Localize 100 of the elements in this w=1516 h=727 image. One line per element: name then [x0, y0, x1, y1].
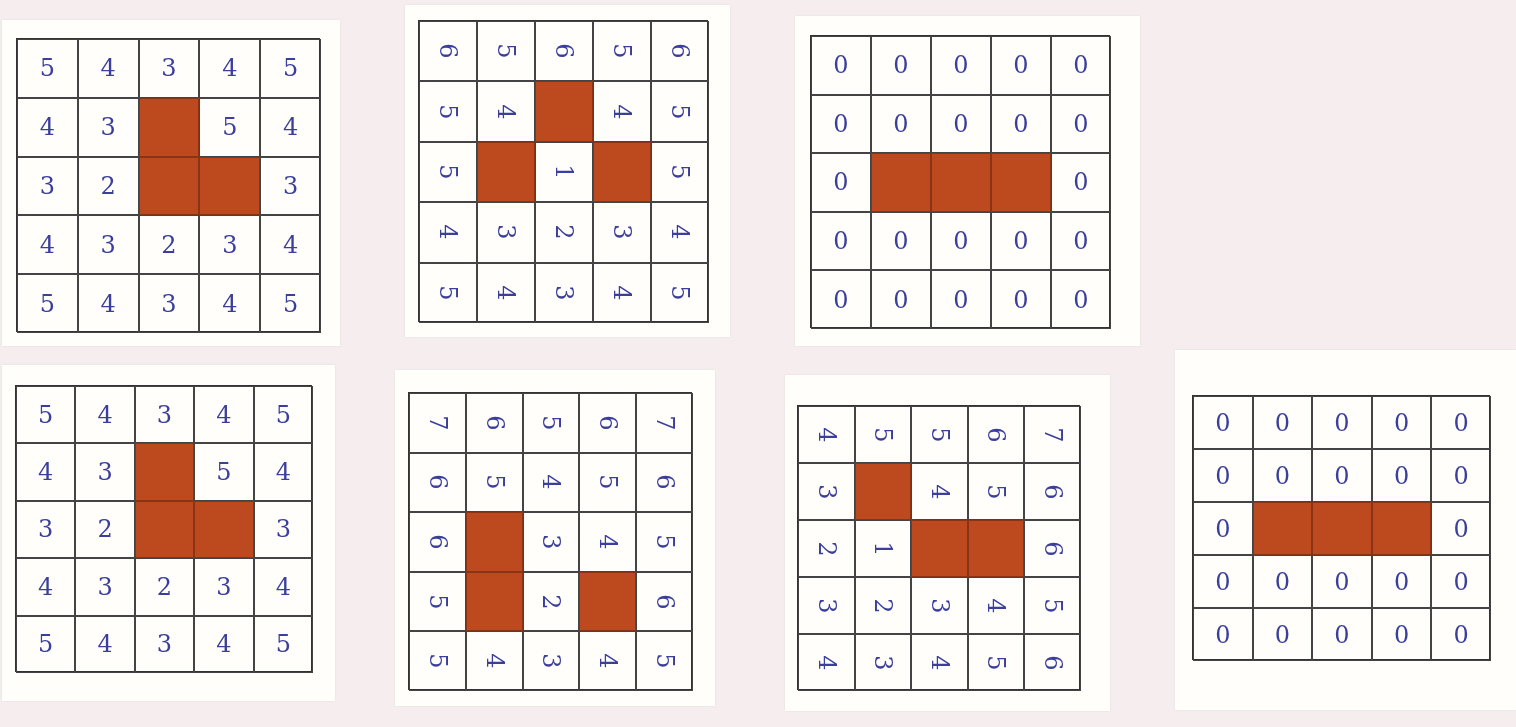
grid-cell: 0: [991, 211, 1051, 271]
grid-cell: 3: [134, 615, 195, 673]
grid-cell: 0: [1371, 449, 1432, 502]
grid-cell: 5: [967, 463, 1025, 520]
grid-cell: 2: [75, 500, 135, 559]
grid-cell: 4: [16, 558, 76, 616]
grid-cell: 0: [991, 270, 1051, 329]
grid-cell: 0: [811, 153, 871, 212]
grid-cell: 0: [1051, 270, 1111, 329]
grid-cell: 4: [194, 386, 254, 444]
grid-cell: 3: [798, 463, 855, 520]
grid-cell: 6: [967, 406, 1025, 463]
grid-cell: 5: [651, 81, 709, 142]
grid-cell: 3: [75, 443, 135, 501]
grid-cell: 0: [1193, 396, 1253, 449]
grid-cell: 0: [1252, 608, 1313, 661]
grid-cell: 5: [253, 386, 313, 444]
grid-cell: 4: [579, 512, 637, 572]
grid-cell: 3: [522, 512, 580, 572]
grid-cell: 4: [253, 443, 313, 501]
grid-cell: 6: [1024, 463, 1081, 520]
grid-cell: 6: [419, 21, 477, 82]
grid-cell: 4: [465, 631, 523, 691]
grid-cell: 3: [798, 577, 855, 634]
grid-cell: 0: [1252, 555, 1313, 608]
grid-cell: 5: [194, 443, 254, 501]
grid-cell: 5: [636, 631, 693, 691]
grid-cell: 5: [1024, 577, 1081, 634]
grid-cell: 5: [16, 615, 76, 673]
grid-cell: 6: [535, 21, 593, 82]
grid-cell: 4: [522, 452, 580, 513]
grid-cell: 5: [465, 452, 523, 513]
grid-cell: 0: [871, 36, 931, 95]
grid-cell: 0: [1312, 608, 1372, 661]
grid-cell: 0: [1431, 608, 1491, 661]
grid-cell: 5: [260, 39, 321, 98]
grid-cell: 3: [199, 215, 261, 275]
grid-cell: 3: [138, 274, 200, 333]
grid-cell: 0: [811, 211, 871, 271]
grid-cell: 0: [1431, 502, 1491, 555]
grid-cell: 0: [871, 94, 931, 154]
grid-cell: 7: [1024, 406, 1081, 463]
grid-cell: 5: [636, 512, 693, 572]
grid-cell: 3: [77, 215, 139, 275]
grid-cell: 2: [522, 571, 580, 632]
grid-cell: 3: [522, 631, 580, 691]
grid-cell: 0: [1051, 153, 1111, 212]
grid-cell: 4: [194, 615, 254, 673]
grid-cell: 6: [1024, 634, 1081, 691]
grid-cell: 4: [260, 215, 321, 275]
grid-cell: 6: [409, 452, 466, 513]
grid-cell: 4: [199, 39, 261, 98]
grid-cell: 7: [409, 393, 466, 453]
grid-cell: 0: [1193, 502, 1253, 555]
grid-cell: 2: [138, 215, 200, 275]
grid-cell: 6: [651, 21, 709, 82]
grid-cell: 0: [811, 94, 871, 154]
grid-cell: 5: [419, 81, 477, 142]
grid-cell: 5: [593, 21, 651, 82]
grid-cell: 0: [1371, 608, 1432, 661]
grid-cell: 0: [931, 211, 991, 271]
grid-cell: 3: [75, 558, 135, 616]
grid-cell: 5: [409, 571, 466, 632]
grid-cell: 5: [253, 615, 313, 673]
grid-cell: 0: [1051, 36, 1111, 95]
grid-cell: 4: [798, 406, 855, 463]
grid-cell: 5: [579, 452, 637, 513]
grid-cell: 0: [991, 36, 1051, 95]
grid-cell: 5: [419, 141, 477, 203]
grid-cell: 2: [77, 156, 139, 216]
grid-cell: 0: [1252, 396, 1313, 449]
grid-cell: 0: [871, 270, 931, 329]
grid-cell: 5: [260, 274, 321, 333]
grid-cell: 4: [77, 39, 139, 98]
grid-cell: 0: [931, 270, 991, 329]
grid-cell: 4: [253, 558, 313, 616]
grid-cell: 7: [636, 393, 693, 453]
grid-cell: 4: [419, 202, 477, 263]
grid-cell: 5: [409, 631, 466, 691]
grid-cell: 3: [138, 39, 200, 98]
grid-cell: 5: [199, 97, 261, 157]
grid-cell: 4: [260, 97, 321, 157]
grid-cell: 0: [1371, 396, 1432, 449]
grid-cell: 5: [17, 274, 78, 333]
grid-cell: 0: [931, 36, 991, 95]
grid-cell: 3: [16, 500, 76, 559]
grid-cell: 1: [854, 520, 912, 577]
grid-cell: 5: [651, 141, 709, 203]
grid-cell: 4: [579, 631, 637, 691]
grid-cell: 4: [75, 386, 135, 444]
grid-cell: 4: [967, 577, 1025, 634]
grid-cell: 0: [1252, 449, 1313, 502]
grid-cell: 4: [75, 615, 135, 673]
grid-cell: 0: [871, 211, 931, 271]
grid-cell: 6: [579, 393, 637, 453]
grid-cell: 5: [477, 21, 535, 82]
grid-cell: 5: [967, 634, 1025, 691]
grid-cell: 0: [991, 94, 1051, 154]
grid-cell: 2: [535, 202, 593, 263]
grid-cell: 3: [260, 156, 321, 216]
